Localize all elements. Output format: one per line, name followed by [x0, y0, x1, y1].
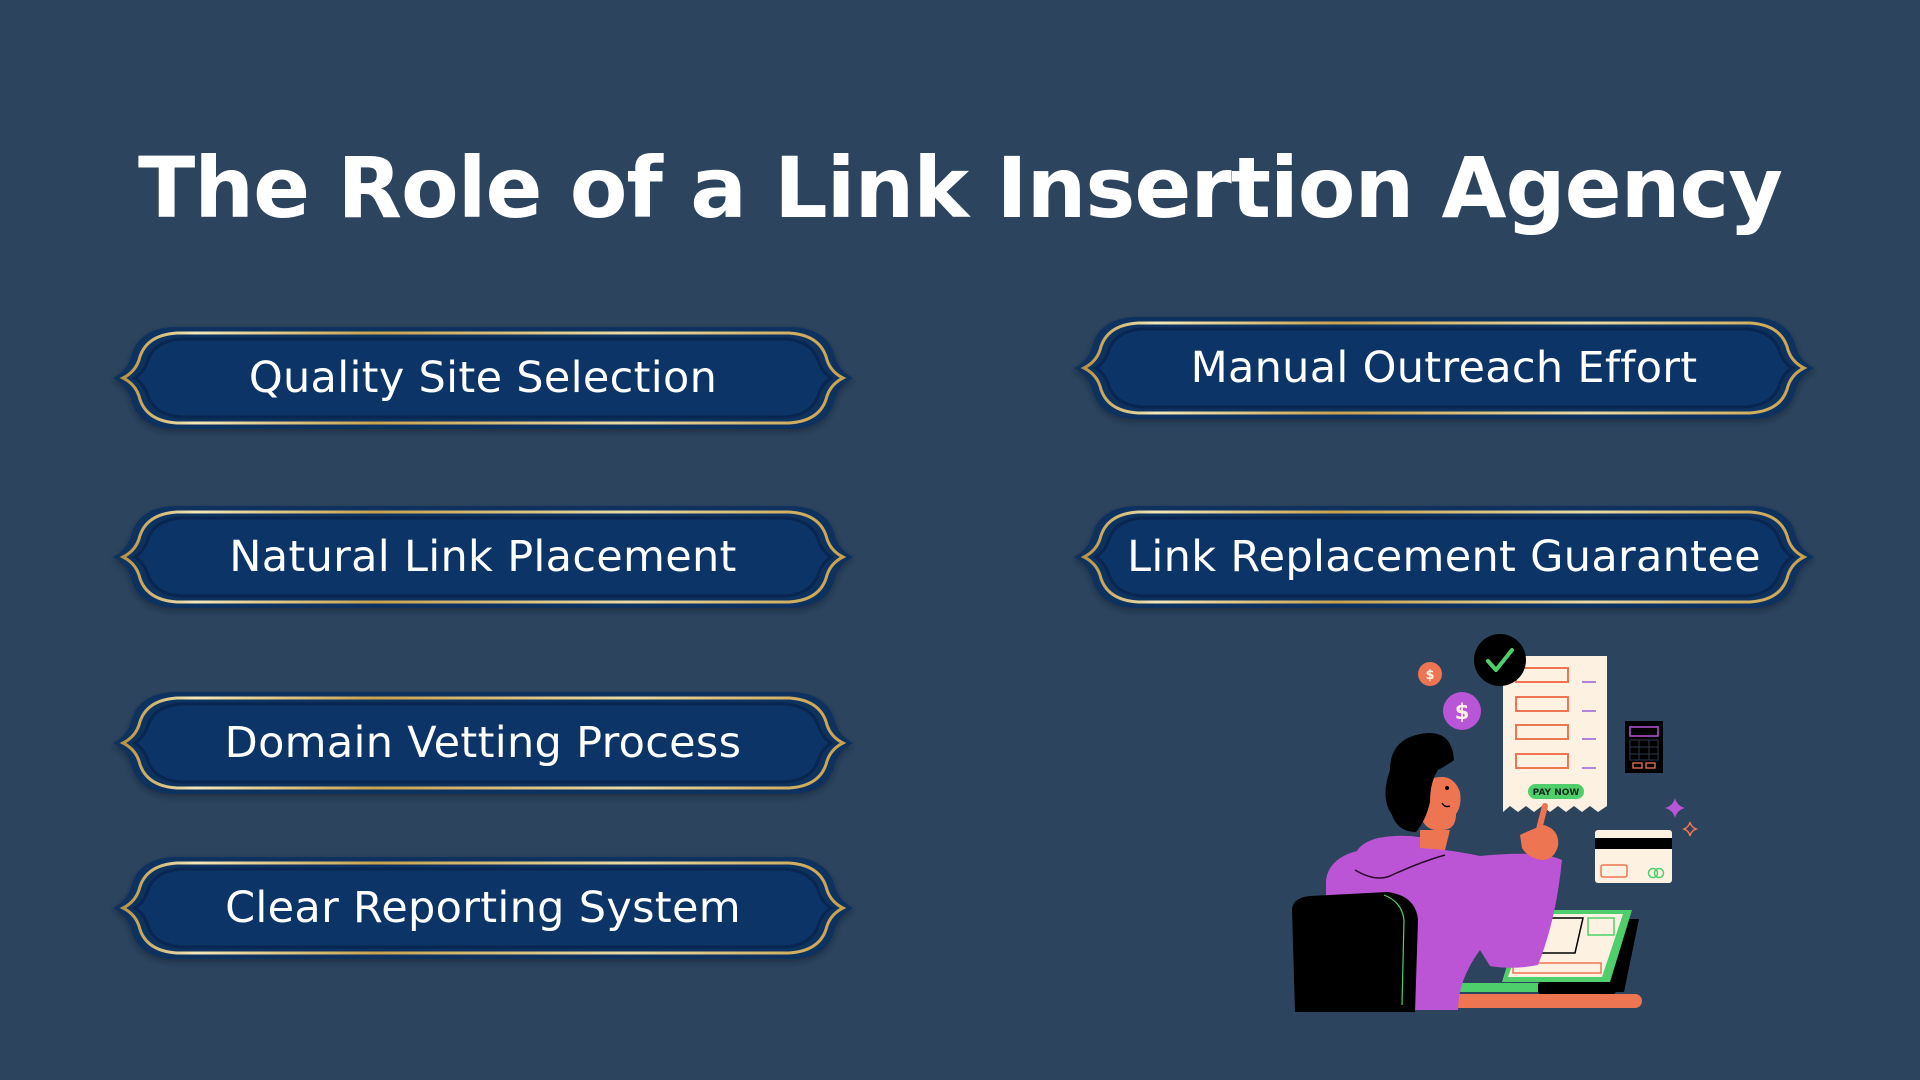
ornate-frame-icon	[113, 857, 853, 959]
calculator-icon	[1625, 721, 1663, 773]
desk-icon	[1450, 994, 1642, 1008]
pill-label: Clear Reporting System	[225, 883, 741, 933]
slide-title: The Role of a Link Insertion Agency	[138, 139, 1783, 237]
ornate-frame-icon	[113, 692, 853, 794]
pill-label: Quality Site Selection	[248, 353, 718, 403]
svg-text:$: $	[1455, 700, 1470, 724]
ornate-frame-icon	[113, 506, 853, 608]
purple-dollar-coin-icon: $	[1443, 692, 1481, 730]
orange-dollar-coin-icon: $	[1418, 662, 1442, 686]
svg-text:$: $	[1425, 668, 1434, 683]
sparkle-icon	[1665, 798, 1685, 818]
pill-manual-outreach-effort[interactable]: Manual Outreach Effort	[1074, 317, 1814, 419]
person-icon	[1292, 732, 1562, 1012]
pill-quality-site-selection[interactable]: Quality Site Selection	[113, 327, 853, 429]
ornate-frame-icon	[1074, 506, 1814, 608]
credit-card-icon	[1595, 830, 1672, 883]
payment-illustration: PAY NOW $ $	[1280, 620, 1720, 1020]
pay-now-label: PAY NOW	[1533, 788, 1580, 798]
pill-domain-vetting-process[interactable]: Domain Vetting Process	[113, 692, 853, 794]
pill-link-replacement-guarantee[interactable]: Link Replacement Guarantee	[1074, 506, 1814, 608]
check-circle-icon	[1474, 634, 1526, 686]
pill-label: Manual Outreach Effort	[1190, 343, 1698, 393]
pill-label: Link Replacement Guarantee	[1127, 532, 1761, 582]
pill-clear-reporting-system[interactable]: Clear Reporting System	[113, 857, 853, 959]
receipt-icon: PAY NOW	[1503, 656, 1607, 812]
pill-label: Natural Link Placement	[229, 532, 737, 582]
pill-label: Domain Vetting Process	[224, 718, 742, 768]
ornate-frame-icon	[113, 327, 853, 429]
pay-now-button	[1528, 784, 1584, 799]
sparkle-outline-icon	[1681, 821, 1699, 837]
pill-natural-link-placement[interactable]: Natural Link Placement	[113, 506, 853, 608]
ornate-frame-icon	[1074, 317, 1814, 419]
